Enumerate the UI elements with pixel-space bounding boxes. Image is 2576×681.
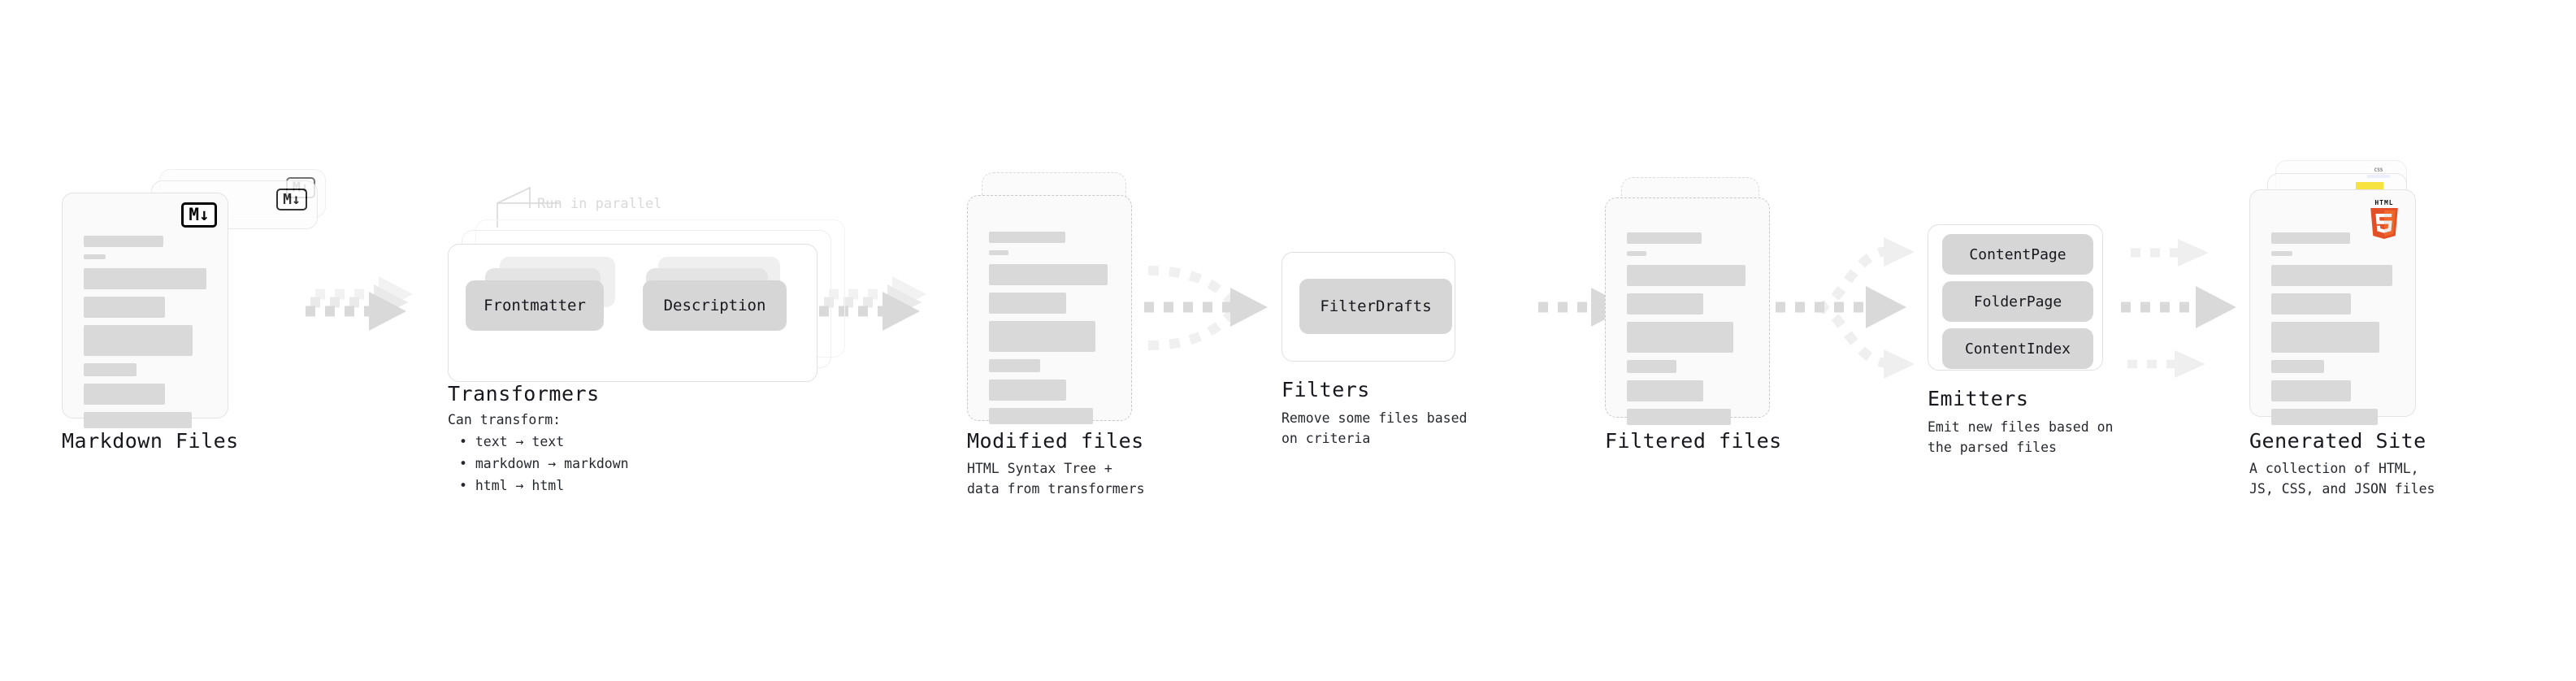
card-placeholder-content — [1627, 232, 1748, 432]
filters-subtitle: Remove some files based on criteria — [1281, 410, 1468, 446]
transformer-pill-description[interactable]: Description — [643, 280, 787, 331]
card-placeholder-content — [2271, 232, 2394, 432]
arrow-filtered-to-emitters — [1776, 237, 1915, 379]
emitter-pill-contentpage[interactable]: ContentPage — [1942, 234, 2093, 275]
placeholder-bar — [989, 250, 1008, 255]
stage-title-emitters: Emitters — [1928, 387, 2029, 410]
placeholder-bar — [989, 321, 1096, 352]
modified-files-subtitle: HTML Syntax Tree + data from transformer… — [967, 461, 1145, 497]
placeholder-bar — [989, 380, 1067, 401]
placeholder-bar — [2271, 360, 2324, 373]
placeholder-bar — [84, 325, 193, 356]
modified-card-front — [967, 195, 1132, 424]
stage-title-markdown-files: Markdown Files — [62, 429, 239, 453]
placeholder-bar — [84, 236, 164, 247]
placeholder-bar — [2271, 293, 2352, 314]
placeholder-bar — [84, 363, 137, 376]
placeholder-bar — [84, 384, 165, 405]
markdown-card-front: M↓ — [62, 193, 228, 428]
stage-title-transformers: Transformers — [448, 382, 600, 406]
markdown-icon: M↓ — [181, 202, 217, 228]
transformer-pill-frontmatter[interactable]: Frontmatter — [466, 280, 604, 331]
generated-site-subtitle: A collection of HTML, JS, CSS, and JSON … — [2249, 461, 2435, 497]
placeholder-bar — [989, 408, 1094, 424]
html5-icon: HTML — [2367, 200, 2401, 239]
emitters-subtitle: Emit new files based on the parsed files — [1928, 419, 2114, 455]
placeholder-bar — [84, 268, 206, 289]
placeholder-bar — [2271, 322, 2379, 353]
placeholder-bar — [2271, 265, 2393, 286]
placeholder-bar — [84, 297, 165, 318]
card-placeholder-content — [989, 232, 1110, 432]
stage-title-filters: Filters — [1281, 378, 1370, 401]
filter-pill-filterdrafts[interactable]: FilterDrafts — [1299, 279, 1452, 334]
stage-title-generated-site: Generated Site — [2249, 429, 2426, 453]
transformers-bullet-2: • html → html — [459, 478, 565, 493]
arrow-emitters-to-site — [2121, 239, 2236, 378]
placeholder-bar — [1627, 265, 1746, 286]
transformers-bullet-1: • markdown → markdown — [459, 456, 629, 471]
placeholder-bar — [989, 359, 1040, 372]
generated-card-front: HTML — [2249, 189, 2416, 425]
placeholder-bar — [84, 412, 192, 428]
placeholder-bar — [2271, 251, 2292, 256]
stage-title-filtered-files: Filtered files — [1605, 429, 1782, 453]
emitter-pill-folderpage[interactable]: FolderPage — [1942, 281, 2093, 322]
card-placeholder-content — [84, 236, 206, 436]
placeholder-bar — [989, 264, 1108, 285]
placeholder-bar — [2271, 232, 2350, 244]
markdown-icon: M↓ — [276, 189, 307, 210]
filtered-card-front — [1605, 197, 1770, 425]
stage-title-modified-files: Modified files — [967, 429, 1144, 453]
placeholder-bar — [1627, 360, 1677, 373]
placeholder-bar — [1627, 293, 1703, 314]
placeholder-bar — [2271, 380, 2352, 401]
placeholder-bar — [989, 232, 1065, 243]
transformers-subtitle: Can transform: — [448, 412, 562, 427]
placeholder-bar — [1627, 409, 1732, 425]
placeholder-bar — [84, 254, 106, 259]
arrow-markdown-to-transformers — [306, 276, 413, 331]
placeholder-bar — [1627, 380, 1703, 401]
run-in-parallel-label: Run in parallel — [537, 196, 662, 212]
placeholder-bar — [2271, 409, 2379, 425]
emitter-pill-contentindex[interactable]: ContentIndex — [1942, 328, 2093, 369]
placeholder-bar — [1627, 322, 1734, 353]
arrow-modified-to-filters — [1144, 266, 1268, 350]
transformers-bullet-0: • text → text — [459, 434, 565, 449]
placeholder-bar — [1627, 251, 1646, 256]
placeholder-bar — [989, 293, 1067, 314]
placeholder-bar — [1627, 232, 1702, 244]
